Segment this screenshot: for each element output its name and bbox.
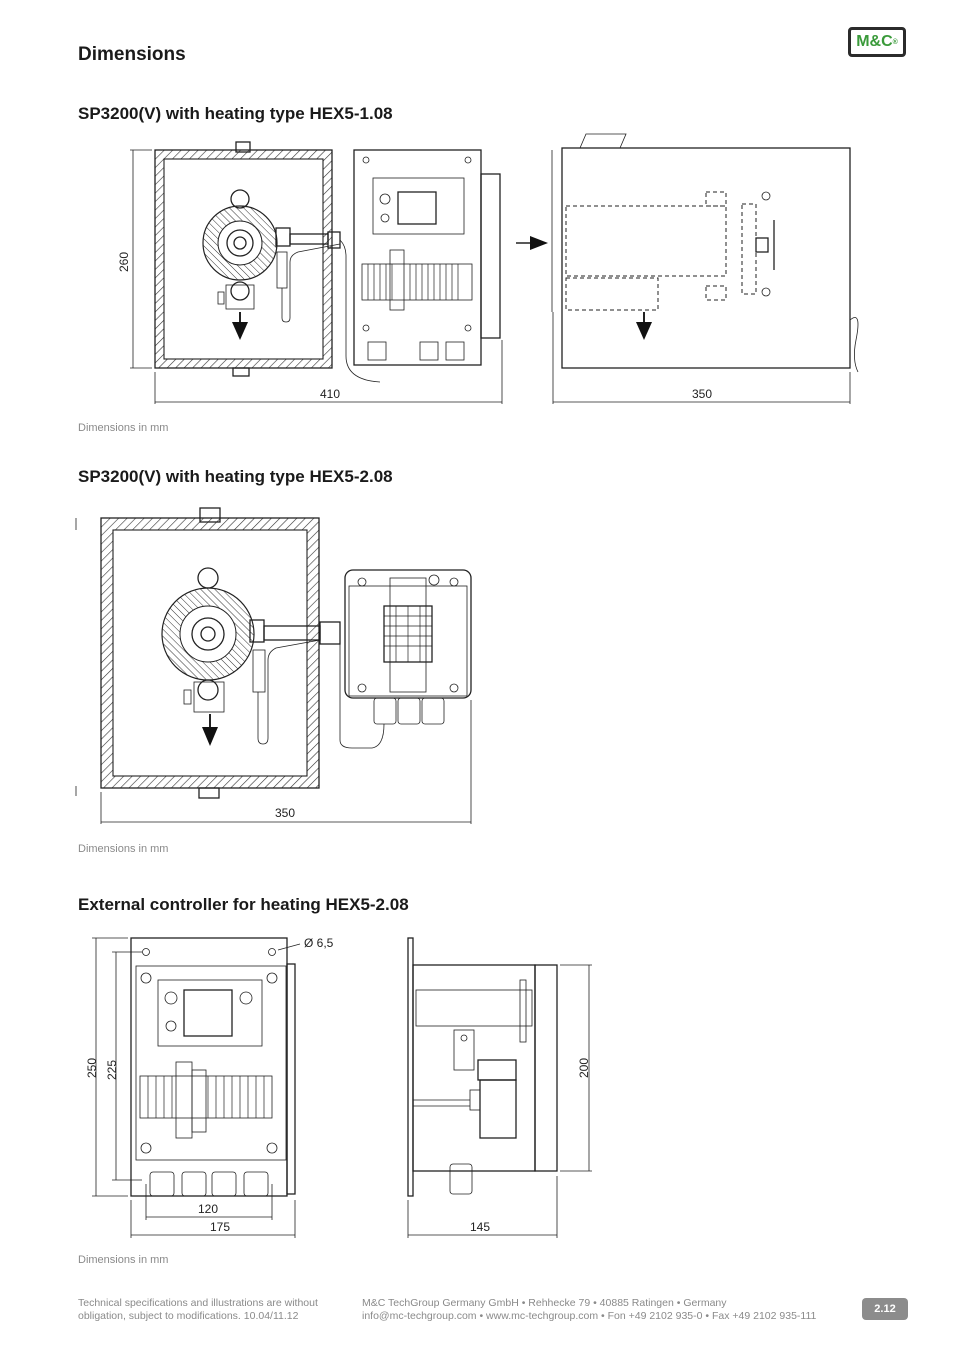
dim-hole: Ø 6,5 bbox=[304, 936, 334, 950]
page-number-badge: 2.12 bbox=[862, 1298, 908, 1320]
dim-width-350: 350 bbox=[692, 387, 712, 401]
dim-width-350-b: 350 bbox=[275, 806, 295, 820]
dim-height-225: 225 bbox=[105, 1060, 119, 1080]
section-title-hex5-1: SP3200(V) with heating type HEX5-1.08 bbox=[78, 104, 393, 123]
dim-width-410: 410 bbox=[320, 387, 340, 401]
dim-width-120: 120 bbox=[198, 1202, 218, 1216]
section-title-hex5-2: SP3200(V) with heating type HEX5-2.08 bbox=[78, 467, 393, 486]
dim-height-200: 200 bbox=[577, 1058, 591, 1078]
dimensions-note-1: Dimensions in mm bbox=[78, 422, 169, 434]
page-title: Dimensions bbox=[78, 44, 186, 65]
dimensions-note-2: Dimensions in mm bbox=[78, 843, 169, 855]
dim-depth-145: 145 bbox=[470, 1220, 490, 1234]
dim-width-175: 175 bbox=[210, 1220, 230, 1234]
dimensions-note-3: Dimensions in mm bbox=[78, 1254, 169, 1266]
section-title-controller: External controller for heating HEX5-2.0… bbox=[78, 895, 409, 914]
footer-disclaimer: Technical specifications and illustratio… bbox=[78, 1297, 318, 1322]
dim-height-260: 260 bbox=[117, 252, 131, 272]
brand-logo: M&C® bbox=[848, 27, 906, 57]
dim-height-250: 250 bbox=[85, 1058, 99, 1078]
footer-contact: M&C TechGroup Germany GmbH • Rehhecke 79… bbox=[362, 1297, 817, 1322]
